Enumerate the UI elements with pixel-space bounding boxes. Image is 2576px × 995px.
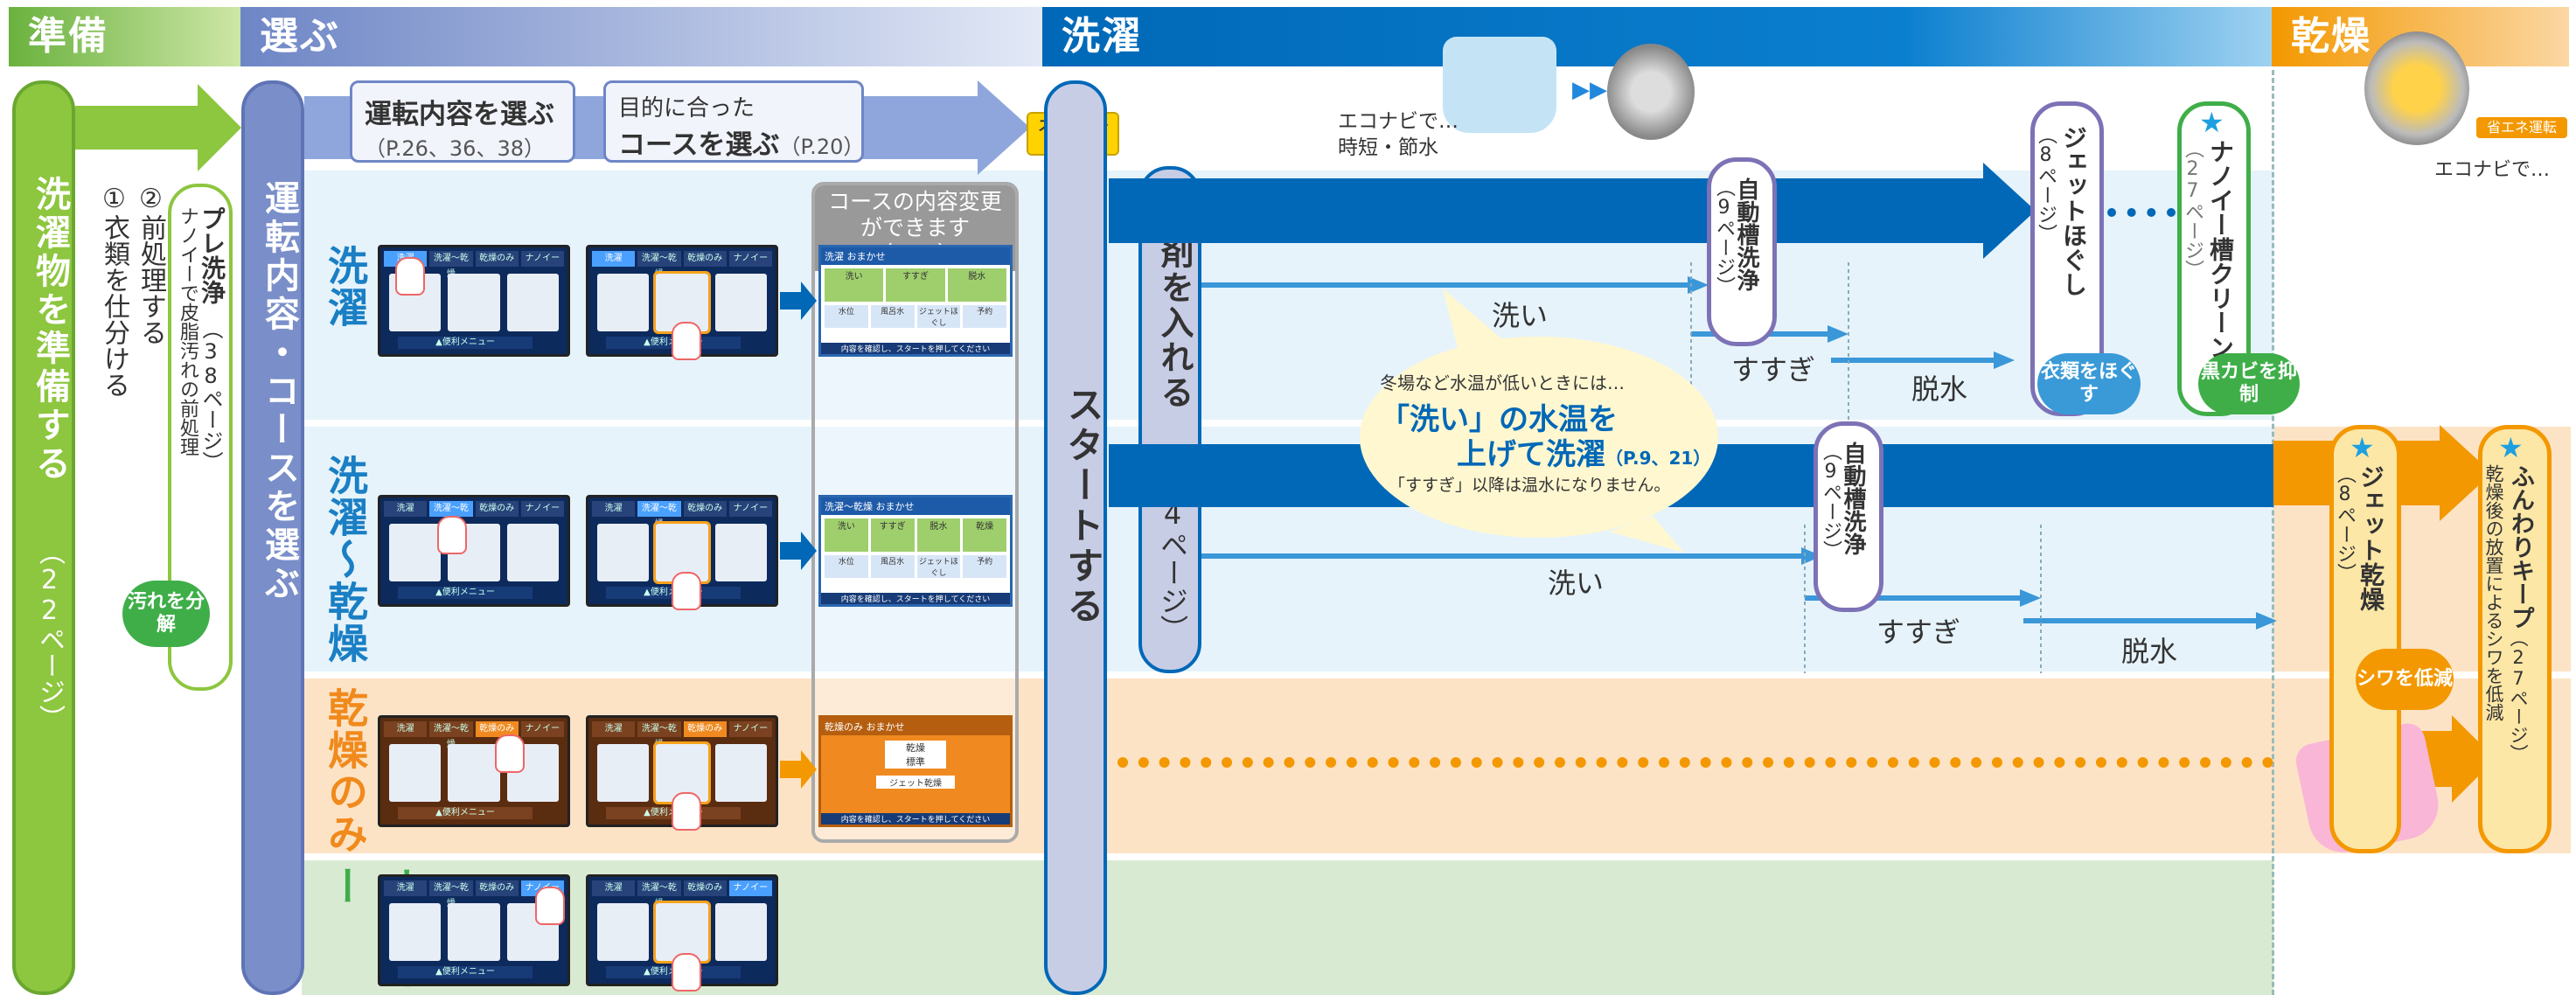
econavi-dry-text: エコナビで… — [2434, 159, 2551, 181]
row-label-dry: 乾燥のみ — [322, 687, 369, 855]
prepare-pill-page: （22ページ） — [34, 539, 65, 731]
bubble-line1: 冬場など水温が低いときには… — [1380, 372, 1625, 393]
prepare-step-1: ①衣類を仕分ける — [99, 184, 129, 398]
select-pill: 運転内容・コースを選ぶ — [241, 80, 304, 995]
stage-arrows-washdry — [1201, 525, 2277, 673]
auto-clean-pill-2: 自動槽洗浄 （9ページ） — [1814, 421, 1883, 612]
step-b-title: コースを選ぶ — [618, 129, 780, 161]
start-pill-title: スタートする — [1062, 386, 1104, 627]
dryer-drum-icon — [2364, 31, 2469, 145]
prepare-pill: 洗濯物を準備する （22ページ） — [12, 80, 75, 995]
step-a-pages: （P.26、36、38） — [365, 136, 545, 161]
arrow-right-icon — [780, 750, 817, 789]
step-b-page: （P.20） — [779, 135, 865, 159]
detail-washdry: 洗濯〜乾燥 おまかせ 洗い すすぎ 脱水 乾燥 水位 風呂水 ジェットほぐし 予… — [818, 495, 1013, 607]
hand-icon — [535, 887, 565, 925]
row-label-washdry: 洗濯〜乾燥 — [322, 455, 369, 664]
star-icon: ★ — [2498, 431, 2524, 464]
hand-icon — [395, 257, 425, 296]
hand-icon — [437, 516, 467, 554]
dry-divider — [2272, 70, 2274, 995]
prepare-pill-title: 洗濯物を準備する — [30, 176, 70, 484]
dotted-connector-orange — [1117, 757, 2273, 768]
funwari-pill: ★ ふんわりキープ （27ページ） 乾燥後の放置によるシワを低減 — [2478, 425, 2552, 853]
bubble-line3-wrap: 上げて洗濯（P.9、21） — [1457, 430, 1710, 473]
wash-flow-arrow — [1109, 163, 2036, 259]
stage-wash: 洗い — [1492, 299, 1549, 332]
jet-dry-badge: シワを低減 — [2356, 649, 2454, 710]
step-b-box: 目的に合った コースを選ぶ（P.20） — [603, 80, 864, 163]
jet-hogushi-badge: 衣類をほぐす — [2037, 353, 2141, 414]
stage-rinse-2: すすぎ — [1876, 616, 1961, 649]
detergent-pill: 洗剤を入れる （24ページ） — [1138, 166, 1201, 673]
detail-wash: 洗濯 おまかせ 洗い すすぎ 脱水 水位 風呂水 ジェットほぐし 予約 内容を確… — [818, 245, 1013, 357]
stage-wash-2: 洗い — [1548, 567, 1605, 600]
hand-icon — [495, 734, 525, 773]
pre-wash-page: （38ページ） — [198, 318, 223, 472]
shirt-icon — [1443, 37, 1556, 133]
arrow-right-icon — [780, 282, 817, 320]
header-select: 選ぶ — [240, 7, 1045, 66]
jet-dry-pill: ★ ジェット乾燥 （8ページ） — [2329, 425, 2401, 853]
select-pill-title: 運転内容・コースを選ぶ — [259, 180, 299, 603]
step-a-box: 運転内容を選ぶ （P.26、36、38） — [350, 80, 575, 163]
drum-icon — [1607, 44, 1695, 140]
stage-spin-2: 脱水 — [2121, 635, 2178, 668]
auto-clean-pill-1: 自動槽洗浄 （9ページ） — [1707, 157, 1777, 346]
econavi-wash-text: エコナビで…時短・節水 — [1338, 110, 1459, 159]
hand-icon — [672, 322, 701, 360]
step-b-line1: 目的に合った — [618, 95, 755, 122]
pre-wash-badge: 汚れを分解 — [122, 581, 210, 647]
hand-icon — [672, 792, 701, 831]
star-icon: ★ — [2199, 106, 2224, 139]
fast-forward-icon: ▶▶ — [1572, 77, 1607, 103]
bubble-note: 「すすぎ」以降は温水になりません。 — [1389, 476, 1671, 495]
dotted-connector-blue — [2107, 208, 2176, 217]
stage-spin: 脱水 — [1911, 372, 1968, 406]
pre-wash-title: プレ洗浄 — [198, 206, 226, 304]
speech-bubble — [1360, 289, 1718, 553]
screen-btn-omakase[interactable] — [448, 274, 500, 331]
screen-btn-other[interactable] — [506, 274, 559, 331]
hand-icon — [672, 572, 701, 610]
star-icon: ★ — [2350, 431, 2375, 464]
step-a-title: 運転内容を選ぶ — [365, 99, 554, 130]
pre-wash-desc: ナノイーで皮脂汚れの前処理 — [177, 206, 198, 456]
nanoe-clean-badge: 黒カビを抑制 — [2198, 353, 2300, 414]
prepare-arrow — [75, 84, 241, 171]
header-prepare: 準備 — [9, 7, 245, 66]
row-label-wash: 洗濯 — [322, 245, 369, 329]
stage-rinse: すすぎ — [1731, 353, 1816, 386]
hand-icon — [672, 953, 701, 992]
detail-dry: 乾燥のみ おまかせ 乾燥 標準 ジェット乾燥 内容を確認し、スタートを押してくだ… — [818, 715, 1013, 827]
bubble-line3: 上げて洗濯 — [1457, 437, 1605, 472]
prepare-step-2: ②前処理する — [136, 184, 166, 345]
arrow-right-icon — [780, 532, 817, 570]
bubble-ref: （P.9、21） — [1605, 448, 1711, 469]
start-pill: スタートする — [1044, 80, 1107, 995]
bubble-line2: 「洗い」の水温を — [1380, 402, 1618, 437]
econavi-dry-badge: 省エネ運転 — [2476, 117, 2567, 138]
